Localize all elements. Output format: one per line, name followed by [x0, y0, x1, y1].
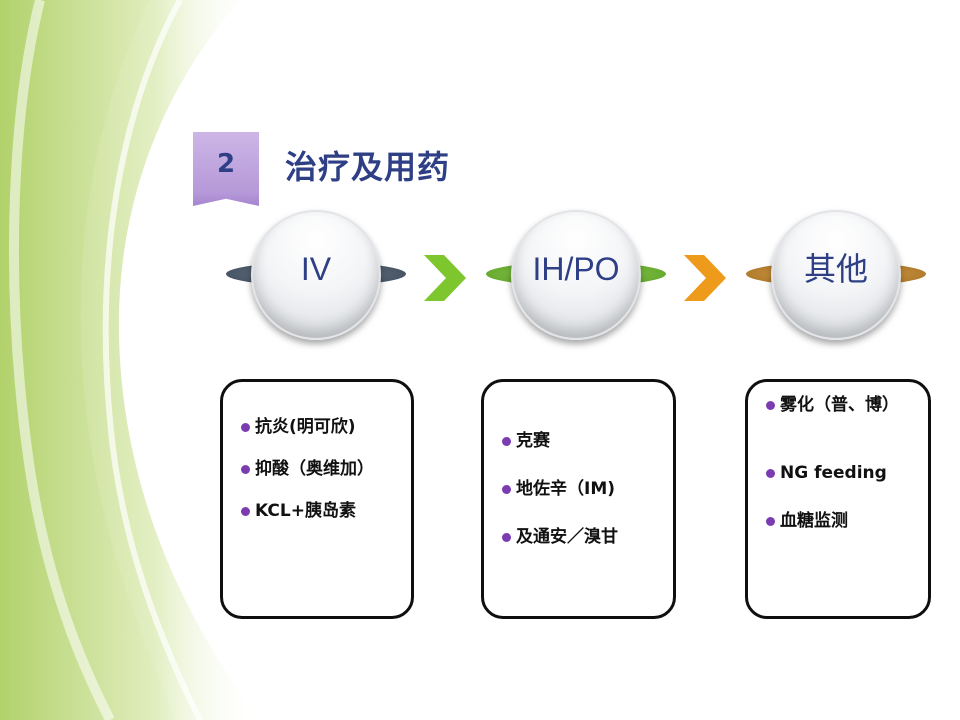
- node-circle: [251, 210, 381, 340]
- page-title: 治疗及用药: [285, 148, 451, 186]
- care-list: 雾化（普、博） NG feeding 血糖监测: [764, 394, 930, 532]
- medication-list: 抗炎(明可欣) 抑酸（奥维加） KCL+胰岛素: [239, 416, 409, 522]
- flow-node-iv: IV: [226, 210, 406, 350]
- list-item: 及通安／溴甘: [500, 526, 675, 548]
- node-circle: [511, 210, 641, 340]
- iv-medication-box: 抗炎(明可欣) 抑酸（奥维加） KCL+胰岛素: [220, 379, 414, 619]
- section-number: 2: [216, 149, 236, 179]
- chevron-right-icon: [684, 255, 726, 301]
- list-item: 血糖监测: [764, 510, 930, 532]
- node-label: 其他: [803, 251, 868, 287]
- list-item: NG feeding: [764, 462, 930, 484]
- list-item: 抑酸（奥维加）: [239, 458, 409, 480]
- other-care-box: 雾化（普、博） NG feeding 血糖监测: [745, 379, 931, 619]
- node-label: IV: [300, 251, 332, 287]
- list-item: 克赛: [500, 430, 675, 452]
- list-item: KCL+胰岛素: [239, 500, 409, 522]
- node-label: IH/PO: [532, 251, 620, 287]
- list-item: 抗炎(明可欣): [239, 416, 409, 438]
- section-number-badge: 2: [193, 132, 259, 196]
- chevron-right-icon: [424, 255, 466, 301]
- list-item: 地佐辛（IM): [500, 478, 675, 500]
- flow-node-other: 其他: [746, 210, 926, 350]
- list-item: 雾化（普、博）: [764, 394, 930, 416]
- flow-node-ih-po: IH/PO: [486, 210, 666, 350]
- node-circle: [771, 210, 901, 340]
- medication-list: 克赛 地佐辛（IM) 及通安／溴甘: [500, 430, 675, 548]
- ih-po-medication-box: 克赛 地佐辛（IM) 及通安／溴甘: [481, 379, 676, 619]
